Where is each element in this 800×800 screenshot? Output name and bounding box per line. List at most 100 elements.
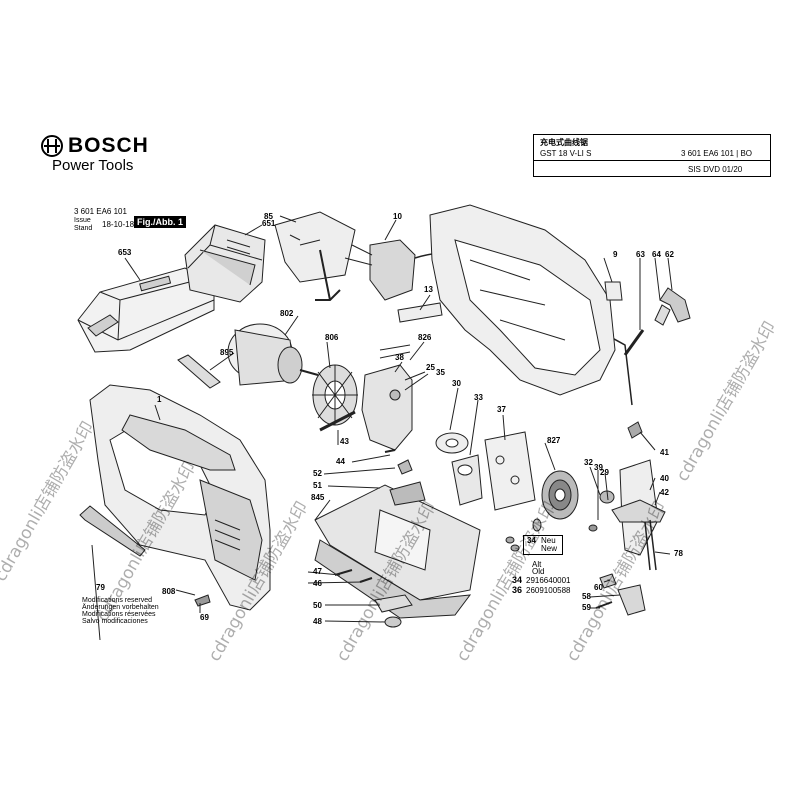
old-part-36-label: 36 [512, 585, 523, 595]
bosch-logo-icon [41, 135, 63, 157]
screw-64-part [654, 304, 671, 326]
callout-25: 25 [426, 363, 435, 372]
callout-60: 60 [594, 583, 603, 592]
modification-note: Salvo modificaciones [82, 618, 148, 625]
callout-43: 43 [340, 437, 349, 446]
brand-subtitle: Power Tools [52, 157, 134, 174]
motor-part [227, 323, 319, 386]
callout-802: 802 [280, 309, 294, 318]
fan-part [312, 364, 358, 426]
housing-right-part [429, 204, 616, 396]
new-label-de: Neu [541, 536, 556, 545]
callout-895: 895 [220, 348, 234, 357]
callout-9: 9 [613, 250, 618, 259]
pin-part [319, 410, 356, 432]
charger-part [77, 267, 215, 353]
sis-version: SIS DVD 01/20 [688, 165, 743, 174]
callout-37: 37 [497, 405, 506, 414]
callout-79: 79 [96, 583, 105, 592]
issue-date: 18-10-18 [102, 220, 135, 229]
modification-note: Modifications réservées [82, 611, 156, 618]
modification-note: Modifications reserved [82, 597, 153, 604]
callout-35: 35 [436, 368, 445, 377]
callout-33: 33 [474, 393, 483, 402]
pin-small-part [532, 518, 542, 532]
tool-title-cn: 充电式曲线锯 [540, 138, 588, 147]
callout-39: 39 [594, 463, 603, 472]
callout-42: 42 [660, 488, 669, 497]
callout-85: 85 [264, 212, 273, 221]
knob-part [384, 616, 402, 628]
callout-806: 806 [325, 333, 339, 342]
pin-63-part [623, 329, 645, 356]
label-part [397, 302, 443, 323]
ring-part [588, 524, 598, 532]
screw-46-part [359, 577, 373, 583]
housing-left-part [89, 384, 271, 611]
clamp-part [374, 594, 413, 613]
callout-10: 10 [393, 212, 402, 221]
old-label-de: Alt [532, 560, 542, 569]
callout-1: 1 [157, 395, 162, 404]
roller-part [617, 584, 646, 616]
callout-48: 48 [313, 617, 322, 626]
callout-51: 51 [313, 481, 322, 490]
figure-label: Fig./Abb. 1 [134, 216, 186, 228]
callout-826: 826 [418, 333, 432, 342]
callout-653: 653 [118, 248, 132, 257]
stand-label: Stand [74, 225, 93, 232]
new-part-number: 34 [527, 536, 536, 545]
spring-78-part [644, 519, 657, 571]
callout-845: 845 [311, 493, 325, 502]
guide-plate-part [484, 431, 536, 511]
callout-78: 78 [674, 549, 683, 558]
callout-63: 63 [636, 250, 645, 259]
allen-key-part [79, 505, 146, 557]
brand-name: BOSCH [68, 134, 149, 157]
new-label-en: New [541, 544, 558, 553]
switch-assembly-part [274, 211, 356, 301]
part-41 [627, 421, 643, 439]
document-number: 3 601 EA6 101 | BO [681, 149, 753, 158]
callout-52: 52 [313, 469, 322, 478]
callout-29: 29 [600, 468, 609, 477]
pin-59-part [595, 601, 613, 609]
old-part-34-label: 34 [512, 575, 523, 585]
callout-69: 69 [200, 613, 209, 622]
callout-58: 58 [582, 592, 591, 601]
plate-part [451, 454, 483, 506]
callout-50: 50 [313, 601, 322, 610]
callout-44: 44 [336, 457, 345, 466]
base-plate-part [314, 481, 481, 619]
callout-47: 47 [313, 567, 322, 576]
issue-label: Issue [74, 217, 91, 224]
battery-part [184, 224, 266, 303]
callout-13: 13 [424, 285, 433, 294]
callout-30: 30 [452, 379, 461, 388]
gear-housing-part [361, 344, 413, 451]
part-52 [397, 459, 413, 475]
clip-36-part [510, 544, 520, 552]
callout-38: 38 [395, 353, 404, 362]
old-part-note: Alt Old 34 2916640001 36 2609100588 [512, 560, 574, 595]
callout-32: 32 [584, 458, 593, 467]
clip-34-part [505, 536, 515, 544]
callout-651: 651 [262, 219, 276, 228]
callout-59: 59 [582, 603, 591, 612]
screw-47-part [334, 569, 353, 576]
screw-part [194, 594, 211, 607]
callout-46: 46 [313, 579, 322, 588]
old-part-34-number: 2916640001 [526, 576, 571, 585]
callout-40: 40 [660, 474, 669, 483]
callout-41: 41 [660, 448, 669, 457]
old-label-en: Old [532, 567, 545, 576]
modification-note: Änderungen vorbehalten [82, 604, 159, 611]
document-info-table: 充电式曲线锯 GST 18 V-LI S 3 601 EA6 101 | BO … [533, 134, 771, 177]
tool-model: GST 18 V-LI S [540, 149, 592, 158]
electronic-module-part [344, 239, 416, 301]
part-44 [384, 449, 396, 453]
callout-808: 808 [162, 587, 176, 596]
old-part-36-number: 2609100588 [526, 586, 571, 595]
